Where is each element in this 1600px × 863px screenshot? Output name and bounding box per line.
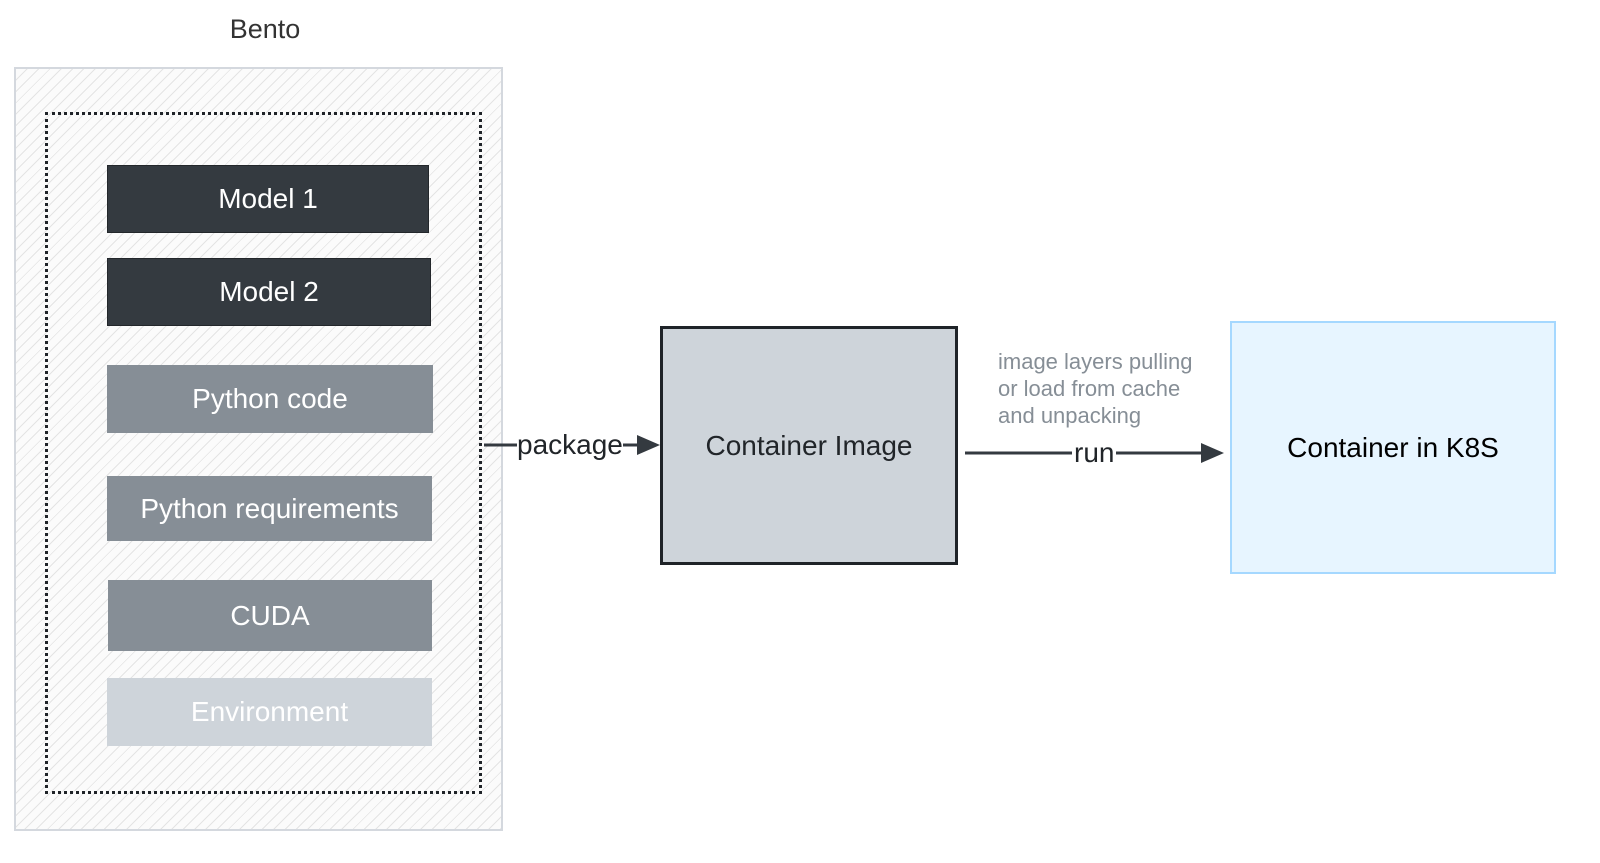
layer-python-requirements: Python requirements <box>107 476 432 541</box>
note-line: or load from cache <box>998 376 1181 401</box>
bento-dotted-boundary <box>45 112 482 794</box>
run-edge-note: image layers pulling or load from cache … <box>998 348 1228 429</box>
layer-model-1: Model 1 <box>107 165 429 233</box>
bento-title: Bento <box>229 14 301 44</box>
note-line: and unpacking <box>998 403 1142 428</box>
container-image-node: Container Image <box>660 326 958 565</box>
layer-environment: Environment <box>107 678 432 746</box>
run-edge-label: run <box>1072 437 1117 468</box>
layer-python-code: Python code <box>107 365 433 433</box>
run-arrow-head <box>1201 443 1224 463</box>
note-line: image layers pulling <box>998 349 1193 374</box>
layer-model-2: Model 2 <box>107 258 431 326</box>
layer-cuda: CUDA <box>108 580 432 651</box>
container-k8s-node: Container in K8S <box>1230 321 1556 574</box>
package-arrow-head <box>637 435 660 455</box>
package-edge-label: package <box>517 429 623 460</box>
